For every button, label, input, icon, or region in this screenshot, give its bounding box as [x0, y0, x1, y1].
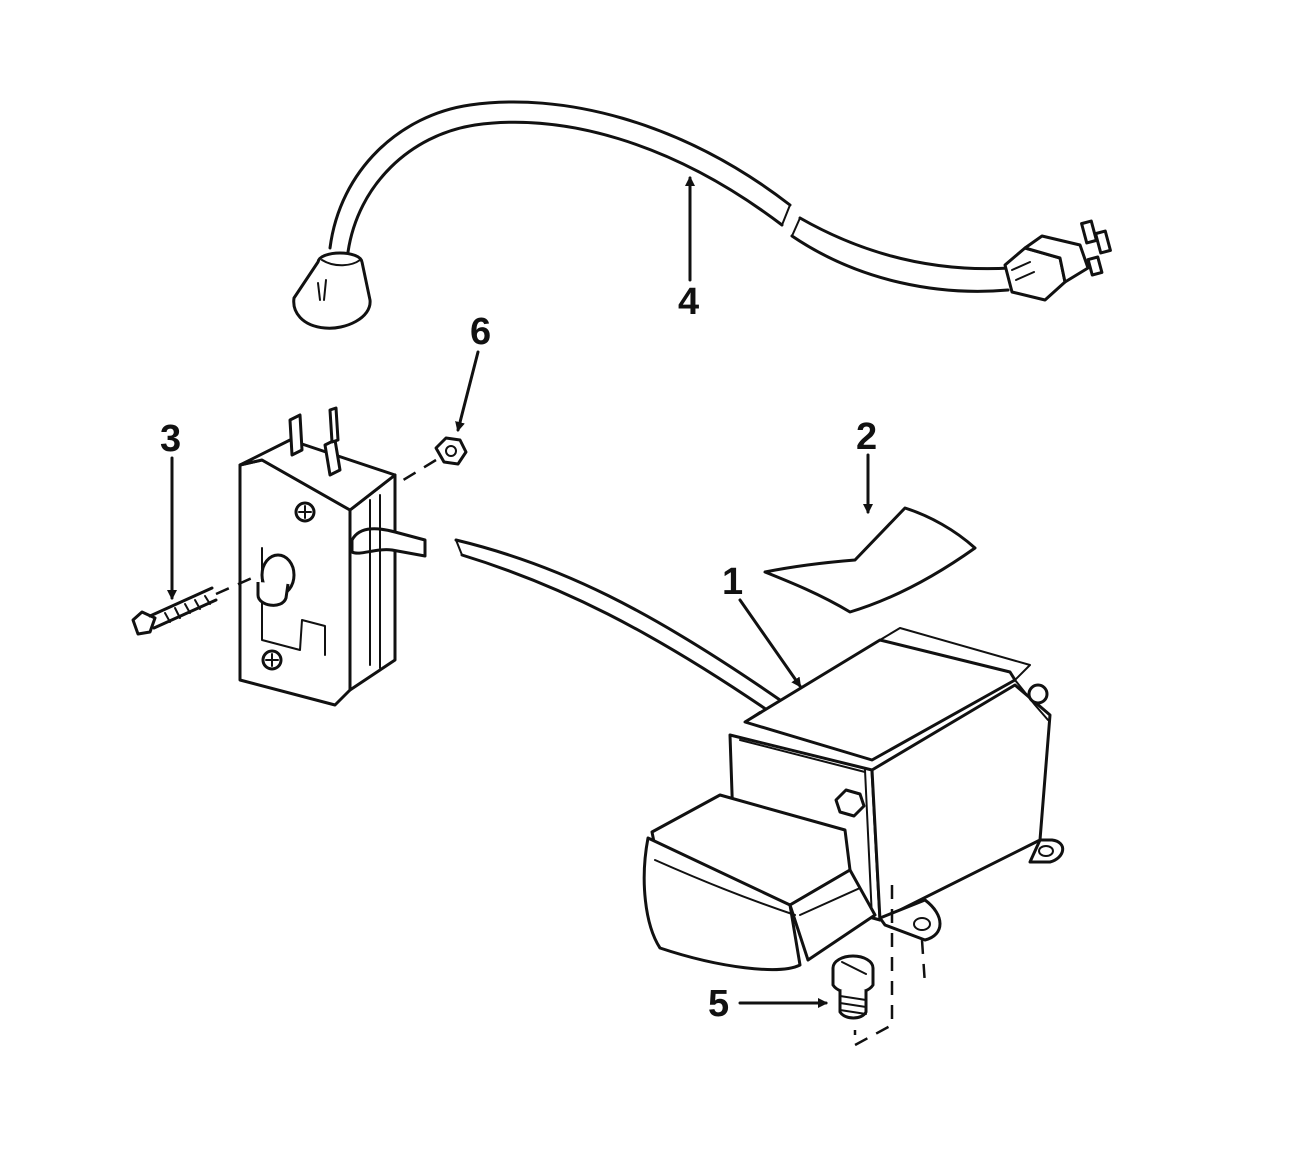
mounting-screw — [738, 885, 927, 1048]
power-cord — [292, 100, 1112, 330]
callout-4: 4 — [678, 281, 699, 323]
long-screw — [131, 456, 253, 636]
callout-1: 1 — [722, 561, 743, 603]
connecting-wire — [454, 538, 782, 714]
label-plate — [763, 453, 977, 614]
callout-2: 2 — [856, 416, 877, 458]
hex-nut — [399, 350, 480, 484]
plug — [1003, 219, 1112, 302]
callout-5: 5 — [708, 983, 729, 1025]
callout-6: 6 — [470, 311, 491, 353]
motor-housing — [642, 598, 1065, 972]
switch-assembly — [238, 406, 427, 707]
callout-3: 3 — [160, 418, 181, 460]
